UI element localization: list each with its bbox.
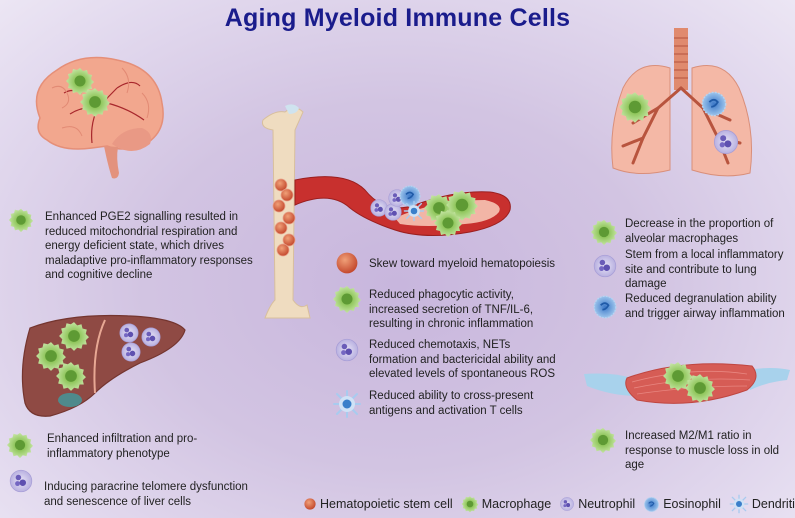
eosinophil-icon bbox=[592, 294, 618, 320]
bone-note-macrophage: Reduced phagocytic activity, increased s… bbox=[369, 289, 534, 331]
neutrophil-icon bbox=[712, 128, 740, 156]
neutrophil-icon bbox=[8, 468, 34, 494]
macrophage-icon bbox=[8, 207, 34, 233]
macrophage-icon bbox=[433, 208, 463, 238]
muscle-illustration bbox=[582, 356, 792, 419]
muscle-note-macrophage: Increased M2/M1 ratio in response to mus… bbox=[625, 430, 780, 472]
dendritic-icon bbox=[729, 494, 749, 514]
macrophage-icon bbox=[6, 431, 34, 459]
bone-vessel-illustration bbox=[255, 100, 525, 325]
bone-note-dendritic: Reduced ability to cross-present antigen… bbox=[369, 390, 534, 417]
macrophage-icon bbox=[79, 86, 111, 118]
lung-note-neutrophil: Stem from a local inflammatory site and … bbox=[625, 249, 784, 291]
legend-item-neutrophil: Neutrophil bbox=[559, 496, 635, 512]
macrophage-icon bbox=[461, 495, 479, 513]
legend-label: Eosinophil bbox=[663, 497, 721, 511]
bone-note-hsc: Skew toward myeloid hematopoiesis bbox=[369, 258, 556, 270]
legend-label: Macrophage bbox=[481, 497, 552, 511]
legend-item-hsc: Hematopoietic stem cell bbox=[303, 497, 453, 511]
macrophage-icon bbox=[684, 372, 716, 404]
macrophage-icon bbox=[332, 284, 362, 314]
legend-item-macrophage: Macrophage bbox=[461, 495, 552, 513]
dendritic-icon bbox=[332, 389, 362, 419]
eosinophil-icon bbox=[700, 90, 728, 118]
liver-note-macrophage: Enhanced infiltration and pro-inflammato… bbox=[47, 433, 198, 460]
neutrophil-icon bbox=[592, 253, 618, 279]
page-title: Aging Myeloid Immune Cells bbox=[224, 4, 571, 32]
lungs-icon bbox=[611, 28, 753, 177]
legend-item-eosinophil: Eosinophil bbox=[643, 496, 721, 513]
lungs-illustration bbox=[598, 28, 768, 203]
legend-item-dendritic: Dendritic cell bbox=[729, 494, 795, 514]
liver-illustration bbox=[10, 308, 190, 423]
legend-label: Hematopoietic stem cell bbox=[320, 497, 453, 511]
macrophage-icon bbox=[55, 360, 87, 392]
lung-note-macrophage: Decrease in the proportion of alveolar m… bbox=[625, 218, 774, 245]
neutrophil-icon bbox=[559, 496, 575, 512]
hsc-icon bbox=[334, 250, 360, 276]
legend-label: Neutrophil bbox=[578, 497, 636, 511]
macrophage-icon bbox=[618, 90, 652, 124]
liver-note-neutrophil: Inducing paracrine telomere dysfunction … bbox=[44, 481, 248, 508]
brain-illustration bbox=[22, 48, 172, 188]
bone-note-neutrophil: Reduced chemotaxis, NETs formation and b… bbox=[369, 339, 556, 381]
neutrophil-icon bbox=[334, 337, 360, 363]
neutrophil-icon bbox=[120, 341, 142, 363]
neutrophil-icon bbox=[140, 326, 162, 348]
hsc-icon bbox=[303, 497, 317, 511]
cell-legend: Hematopoietic stem cell Macrophage Neutr… bbox=[303, 494, 795, 514]
dendritic-icon bbox=[403, 200, 425, 222]
legend-label: Dendritic cell bbox=[751, 497, 795, 511]
macrophage-icon bbox=[589, 426, 617, 454]
macrophage-icon bbox=[590, 218, 618, 246]
brain-note: Enhanced PGE2 signalling resulted in red… bbox=[45, 211, 253, 282]
eosinophil-icon bbox=[643, 496, 660, 513]
lung-note-eosinophil: Reduced degranulation ability and trigge… bbox=[625, 293, 785, 320]
